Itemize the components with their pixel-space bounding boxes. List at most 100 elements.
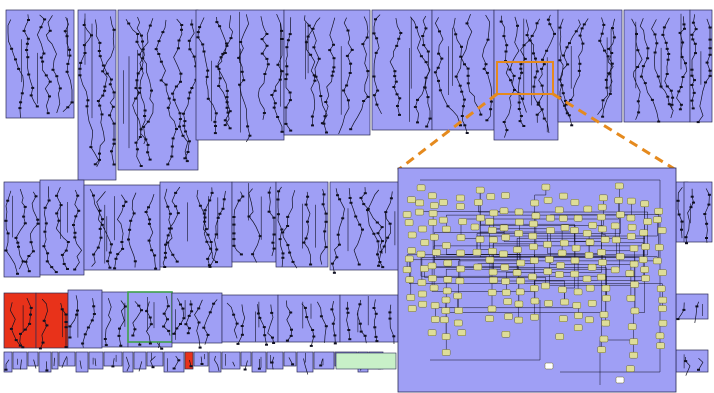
graph-node [601,285,611,292]
graph-edge [200,356,203,365]
graph-node [456,265,465,273]
graph-node [625,270,635,277]
graph-node [559,192,568,200]
graph-edge [301,303,315,346]
graph-node [442,242,451,249]
graph-node [640,266,649,273]
top-row-panel [195,9,285,143]
graph-node [543,241,552,248]
graph-edge [285,17,292,131]
bottom-strip-panel [266,351,284,370]
graph-node [546,227,555,234]
graph-node [627,197,636,205]
graph-edge [53,357,55,367]
graph-node [404,219,414,226]
graph-node [643,218,652,225]
graph-node [597,213,606,221]
middle-row-panel [83,184,161,271]
graph-edge [132,301,142,336]
panel-frame [88,351,104,370]
graph-edge [614,225,644,260]
graph-edge [209,190,226,268]
graph-node [476,214,485,222]
lower-row-panel [3,292,37,349]
graph-edge [389,18,402,115]
graph-node [516,277,525,285]
graph-node [472,248,482,256]
top-row-panel [117,9,199,171]
graph-node [653,257,662,265]
graph-edge [453,17,482,115]
graph-edge [128,192,137,268]
bottom-strip-panel [221,351,241,370]
graph-node [430,233,439,241]
graph-edge [286,300,292,341]
graph-node [405,276,415,283]
graph-edge [233,191,244,255]
graph-node [543,197,553,204]
graph-node [560,224,570,231]
graph-node [514,230,524,237]
graph-edge [694,301,700,323]
graph-node [655,244,664,251]
graph-edge [173,355,180,369]
bottom-strip-panel [75,351,89,373]
lower-row-panel [277,294,341,347]
graph-node [485,315,494,322]
graph-node [456,249,465,257]
graph-node [514,316,523,324]
top-row-panel [283,9,371,136]
graph-node [500,264,510,271]
graph-edge [277,186,284,267]
graph-node [572,302,582,309]
graph-node [454,307,463,314]
graph-node [442,287,452,295]
graph-node [582,230,592,237]
graph-node [626,365,635,372]
graph-edge [150,356,156,368]
bottom-strip-panel [58,351,76,368]
graph-edge [214,355,220,371]
graph-edge [559,19,581,114]
graph-node [599,311,609,318]
graph-node [416,184,426,192]
graph-node [501,192,510,199]
graph-edge [172,18,189,162]
graph-node [570,199,580,206]
graph-node [530,257,539,264]
graph-edge [691,14,697,109]
top-row-panel [623,9,691,123]
lower-row-panel [171,292,223,349]
graph-node [430,202,439,209]
graph-edge [559,18,573,126]
graph-node [473,263,483,271]
graph-edge [536,14,555,123]
graph-node [555,206,564,214]
graph-edge [685,188,694,244]
graph-node [429,284,439,292]
graph-node [658,319,668,327]
graph-node [630,307,640,315]
graph-node [528,273,537,281]
middle-row-panel [329,181,401,274]
middle-row-panel [39,179,85,276]
graph-edge [138,361,143,372]
graph-node [658,296,667,304]
graph-edge [282,190,298,269]
graph-edge [203,299,218,345]
bottom-strip-panel [12,351,28,370]
graph-node [488,226,497,234]
graph-node [488,268,498,276]
graph-node [543,268,553,275]
graph-node [428,275,437,282]
graph-node [528,232,537,240]
graph-node [573,288,583,296]
zoom-connector-right [552,92,677,172]
graph-node [427,262,437,270]
graph-node [418,290,427,298]
bottom-strip-panel [313,351,335,370]
panel-frame [339,294,399,343]
panel-frame [329,181,401,271]
